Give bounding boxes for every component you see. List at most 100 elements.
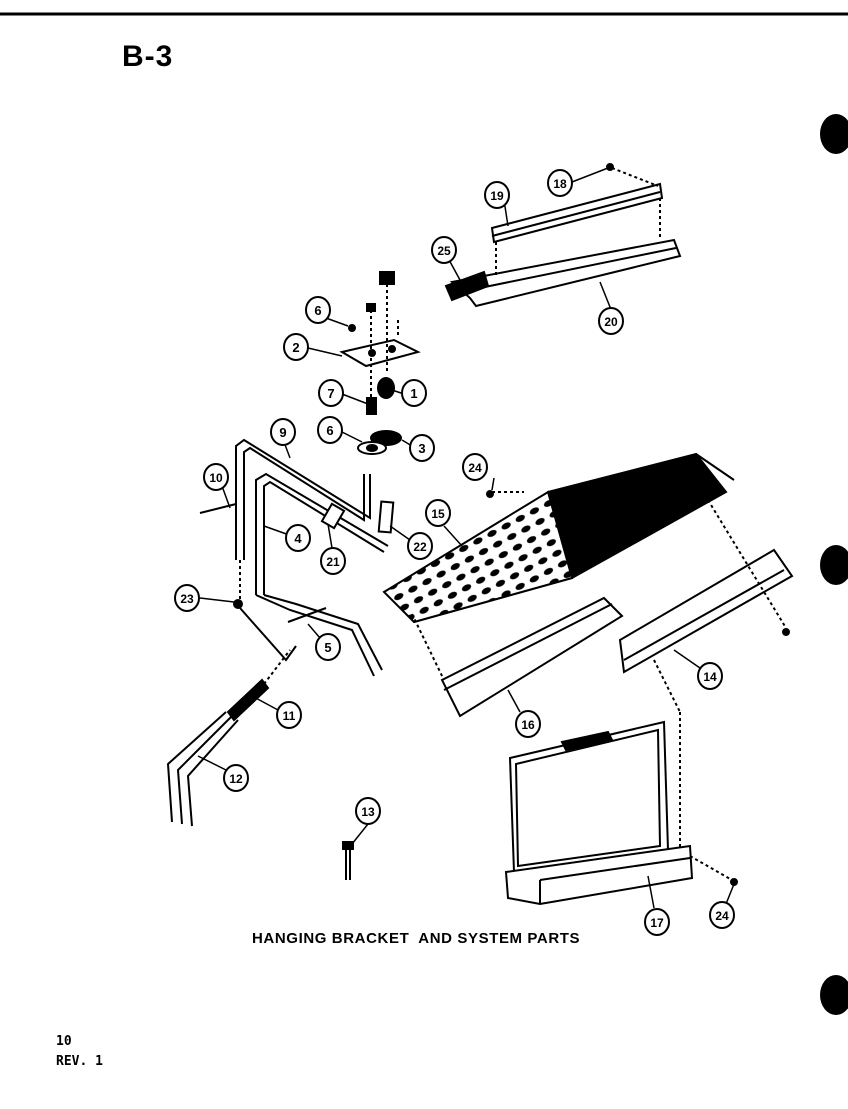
- callout-circle: [697, 662, 723, 690]
- screw-13: [342, 841, 354, 880]
- callout-circle: [317, 416, 343, 444]
- drain-trays: [411, 499, 794, 718]
- callout-25: 25: [431, 236, 457, 264]
- callout-number: 3: [418, 441, 425, 456]
- callout-layer: 1234566791011121314151617181920212223242…: [174, 169, 735, 936]
- tubing-assembly: [199, 438, 395, 677]
- callout-circle: [431, 236, 457, 264]
- bracket-lower-channel: [449, 238, 682, 308]
- callout-number: 7: [327, 386, 334, 401]
- drain-pan: [504, 659, 738, 906]
- callout-circle: [285, 524, 311, 552]
- callout-circle: [174, 584, 200, 612]
- tube-12: [166, 711, 227, 823]
- callout-circle: [305, 296, 331, 324]
- callout-circle: [409, 434, 435, 462]
- callout-circle: [547, 169, 573, 197]
- callout-1: 1: [401, 379, 427, 407]
- callout-circle: [425, 499, 451, 527]
- callout-number: 11: [283, 709, 296, 723]
- callout-circle: [598, 307, 624, 335]
- page-title: B-3: [122, 40, 174, 73]
- callout-number: 6: [326, 423, 333, 438]
- tray-16: [440, 596, 624, 718]
- callout-number: 6: [314, 303, 321, 318]
- tube-9: [235, 438, 371, 560]
- callout-19: 19: [484, 181, 510, 209]
- callout-22: 22: [407, 532, 433, 560]
- callout-21: 21: [320, 547, 346, 575]
- callout-number: 17: [650, 916, 664, 930]
- callout-number: 1: [410, 386, 417, 401]
- callout-7: 7: [318, 379, 344, 407]
- callout-3: 3: [409, 434, 435, 462]
- hanging-bracket-assembly: [444, 163, 682, 308]
- callout-14: 14: [697, 662, 723, 690]
- callout-circle: [407, 532, 433, 560]
- tray-14: [618, 548, 794, 674]
- callout-24: 24: [462, 453, 488, 481]
- callout-number: 24: [468, 461, 482, 475]
- page-number: 10: [56, 1034, 72, 1049]
- coil-perforated-endplate: [382, 490, 574, 624]
- callout-number: 2: [292, 340, 299, 355]
- leader-lines: [197, 167, 735, 909]
- callout-number: 16: [521, 718, 535, 732]
- callout-number: 22: [413, 540, 427, 554]
- callout-number: 20: [604, 315, 618, 329]
- callout-number: 9: [279, 425, 286, 440]
- callout-15: 15: [425, 499, 451, 527]
- callout-circle: [203, 463, 229, 491]
- callout-number: 15: [431, 507, 445, 521]
- callout-5: 5: [315, 633, 341, 661]
- binder-hole-mark: [820, 545, 848, 585]
- callout-17: 17: [644, 908, 670, 936]
- tube-11: [226, 678, 270, 722]
- callout-18: 18: [547, 169, 573, 197]
- callout-9: 9: [270, 418, 296, 446]
- callout-number: 18: [553, 177, 567, 191]
- valve-plate-assembly: [339, 271, 421, 455]
- callout-circle: [484, 181, 510, 209]
- tube-23: [239, 607, 297, 662]
- tube-5: [255, 594, 375, 677]
- callout-20: 20: [598, 307, 624, 335]
- binder-hole-mark: [820, 114, 848, 154]
- bracket-end-clip: [444, 270, 490, 302]
- callout-circle: [401, 379, 427, 407]
- callout-6: 6: [305, 296, 331, 324]
- callout-number: 23: [180, 592, 194, 606]
- callout-circle: [270, 418, 296, 446]
- callout-circle: [355, 797, 381, 825]
- callout-circle: [276, 701, 302, 729]
- capillary-tube-group: [166, 649, 291, 827]
- callout-13: 13: [355, 797, 381, 825]
- callout-number: 5: [324, 640, 331, 655]
- callout-circle: [315, 633, 341, 661]
- callout-24: 24: [709, 901, 735, 929]
- callout-16: 16: [515, 710, 541, 738]
- callout-23: 23: [174, 584, 200, 612]
- callout-number: 10: [209, 471, 223, 485]
- callout-circle: [515, 710, 541, 738]
- callout-4: 4: [285, 524, 311, 552]
- revision-label: REV. 1: [56, 1054, 103, 1069]
- callout-12: 12: [223, 764, 249, 792]
- callout-circle: [462, 453, 488, 481]
- callout-6: 6: [317, 416, 343, 444]
- callout-circle: [320, 547, 346, 575]
- callout-number: 21: [326, 555, 340, 569]
- callout-circle: [283, 333, 309, 361]
- callout-10: 10: [203, 463, 229, 491]
- pan-base: [504, 844, 694, 906]
- callout-circle: [709, 901, 735, 929]
- callout-number: 12: [229, 772, 243, 786]
- callout-circle: [644, 908, 670, 936]
- tube-4: [255, 472, 389, 595]
- callout-2: 2: [283, 333, 309, 361]
- callout-circle: [318, 379, 344, 407]
- callout-number: 25: [437, 244, 451, 258]
- callout-number: 14: [703, 670, 717, 684]
